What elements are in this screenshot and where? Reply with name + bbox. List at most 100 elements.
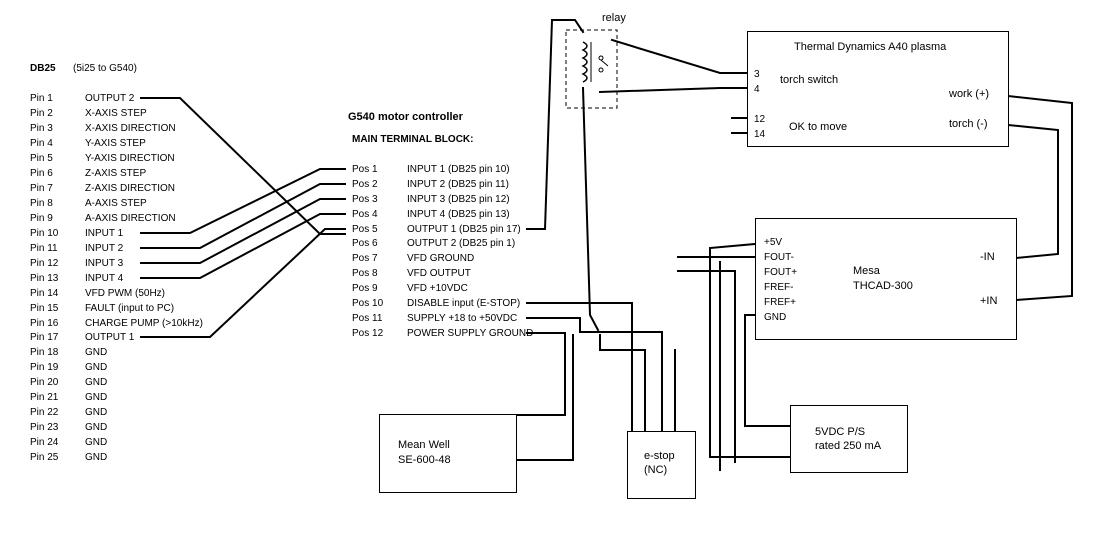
db25-pin-label: INPUT 4 [85, 273, 124, 284]
db25-pin-label: GND [85, 422, 108, 433]
g540-pos-number: Pos 6 [352, 238, 378, 249]
db25-pin-label: A-AXIS DIRECTION [85, 213, 176, 224]
thcad-pin-fout-minus: FOUT- [764, 252, 794, 263]
torch-terminal-label: torch (-) [949, 118, 988, 130]
db25-pin-number: Pin 1 [30, 93, 53, 104]
thcad-neg-in-label: -IN [980, 251, 995, 263]
db25-pin-number: Pin 15 [30, 303, 59, 314]
db25-pin-number: Pin 20 [30, 377, 59, 388]
thcad-pin-fref-minus: FREF- [764, 282, 794, 293]
db25-pin-number: Pin 5 [30, 153, 53, 164]
db25-pin-number: Pin 16 [30, 318, 59, 329]
wire-relay-return [581, 86, 600, 332]
work-terminal-label: work (+) [949, 88, 990, 100]
wire-work-pos-in [1006, 94, 1073, 302]
db25-pin-number: Pin 6 [30, 168, 53, 179]
estop-line1: e-stop [644, 450, 675, 462]
plasma-title: Thermal Dynamics A40 plasma [794, 41, 947, 53]
wire-pin1-pos6 [140, 97, 346, 235]
db25-pin-number: Pin 10 [30, 228, 59, 239]
db25-pin-label: GND [85, 407, 108, 418]
wire-estop-vertical [599, 334, 646, 432]
db25-pin-label: X-AXIS DIRECTION [85, 123, 176, 134]
plasma-cutter-box [747, 31, 1009, 147]
thcad-pin-fout-plus: FOUT+ [764, 267, 798, 278]
db25-pin-number: Pin 14 [30, 288, 59, 299]
db25-pin-number: Pin 21 [30, 392, 59, 403]
thcad-pin-gnd: GND [764, 312, 787, 323]
plasma-terminal-14: 14 [754, 129, 766, 140]
db25-pin-number: Pin 4 [30, 138, 53, 149]
wire-relay-torch4 [598, 87, 748, 94]
g540-pos-number: Pos 1 [352, 164, 378, 175]
db25-pin-number: Pin 25 [30, 452, 59, 463]
meanwell-line2: SE-600-48 [398, 454, 451, 466]
db25-pin-label: X-AXIS STEP [85, 108, 147, 119]
db25-pin-number: Pin 18 [30, 347, 59, 358]
wire-pin13-pos4 [140, 213, 346, 279]
thcad-pos-in-label: +IN [980, 295, 998, 307]
relay-label: relay [602, 12, 626, 24]
db25-pin-label: GND [85, 347, 108, 358]
db25-pin-number: Pin 12 [30, 258, 59, 269]
g540-pos-label: INPUT 4 (DB25 pin 13) [407, 209, 510, 220]
wire-thcad-gnd [744, 314, 791, 427]
db25-pin-label: GND [85, 392, 108, 403]
wire-thcad-5v [709, 242, 791, 458]
thcad-box [755, 218, 1017, 340]
db25-subtitle: (5i25 to G540) [73, 63, 137, 74]
g540-pos-label: INPUT 2 (DB25 pin 11) [407, 179, 509, 190]
g540-pos-label: INPUT 1 (DB25 pin 10) [407, 164, 510, 175]
wire-relay-torch3 [610, 38, 748, 74]
g540-pos-label: VFD +10VDC [407, 283, 468, 294]
g540-pos-number: Pos 8 [352, 268, 378, 279]
db25-pin-label: Y-AXIS DIRECTION [85, 153, 175, 164]
db25-pin-label: INPUT 3 [85, 258, 124, 269]
g540-pos-number: Pos 9 [352, 283, 378, 294]
g540-pos-label: OUTPUT 2 (DB25 pin 1) [407, 238, 516, 249]
psu-5v-line2: rated 250 mA [815, 440, 882, 452]
g540-pos-number: Pos 11 [352, 313, 383, 324]
thcad-name-line2: THCAD-300 [853, 280, 913, 292]
thcad-name-line1: Mesa [853, 265, 880, 277]
db25-pin-label: VFD PWM (50Hz) [85, 288, 165, 299]
wire-pin10-pos1 [140, 168, 346, 234]
g540-pos-label: INPUT 3 (DB25 pin 12) [407, 194, 510, 205]
plasma-terminal-4: 4 [754, 84, 760, 95]
thcad-pin-fref-plus: FREF+ [764, 297, 796, 308]
db25-pin-number: Pin 3 [30, 123, 53, 134]
estop-box [627, 431, 696, 499]
db25-pin-number: Pin 11 [30, 243, 58, 254]
db25-pin-number: Pin 9 [30, 213, 53, 224]
g540-title: G540 motor controller [348, 111, 463, 123]
db25-pin-number: Pin 7 [30, 183, 53, 194]
plasma-terminal-12: 12 [754, 114, 766, 125]
g540-pos-number: Pos 10 [352, 298, 384, 309]
estop-line2: (NC) [644, 464, 668, 476]
relay-contact-icon [598, 55, 604, 61]
g540-pos-number: Pos 4 [352, 209, 378, 220]
wire-pos5-relay [526, 19, 585, 230]
db25-pin-label: CHARGE PUMP (>10kHz) [85, 318, 203, 329]
db25-pin-label: OUTPUT 1 [85, 332, 135, 343]
meanwell-psu-box [379, 414, 517, 493]
plasma-terminal-3: 3 [754, 69, 760, 80]
db25-pin-label: GND [85, 452, 108, 463]
db25-pin-label: Y-AXIS STEP [85, 138, 146, 149]
db25-pin-label: OUTPUT 2 [85, 93, 135, 104]
ok-to-move-label: OK to move [789, 121, 848, 133]
db25-pin-number: Pin 22 [30, 407, 59, 418]
g540-pos-label: POWER SUPPLY GROUND [407, 328, 534, 339]
db25-pin-number: Pin 13 [30, 273, 59, 284]
db25-pin-label: Z-AXIS STEP [85, 168, 147, 179]
wire-pos11-supply [526, 317, 663, 432]
wire-thcad-fout-plus [677, 270, 736, 463]
g540-subtitle: MAIN TERMINAL BLOCK: [352, 134, 474, 145]
db25-pin-label: INPUT 1 [85, 228, 124, 239]
wire-pin11-pos2 [140, 183, 346, 249]
db25-pin-label: A-AXIS STEP [85, 198, 147, 209]
db25-pin-label: GND [85, 362, 108, 373]
wire-torch-neg-in [1006, 123, 1059, 260]
db25-pin-number: Pin 23 [30, 422, 59, 433]
